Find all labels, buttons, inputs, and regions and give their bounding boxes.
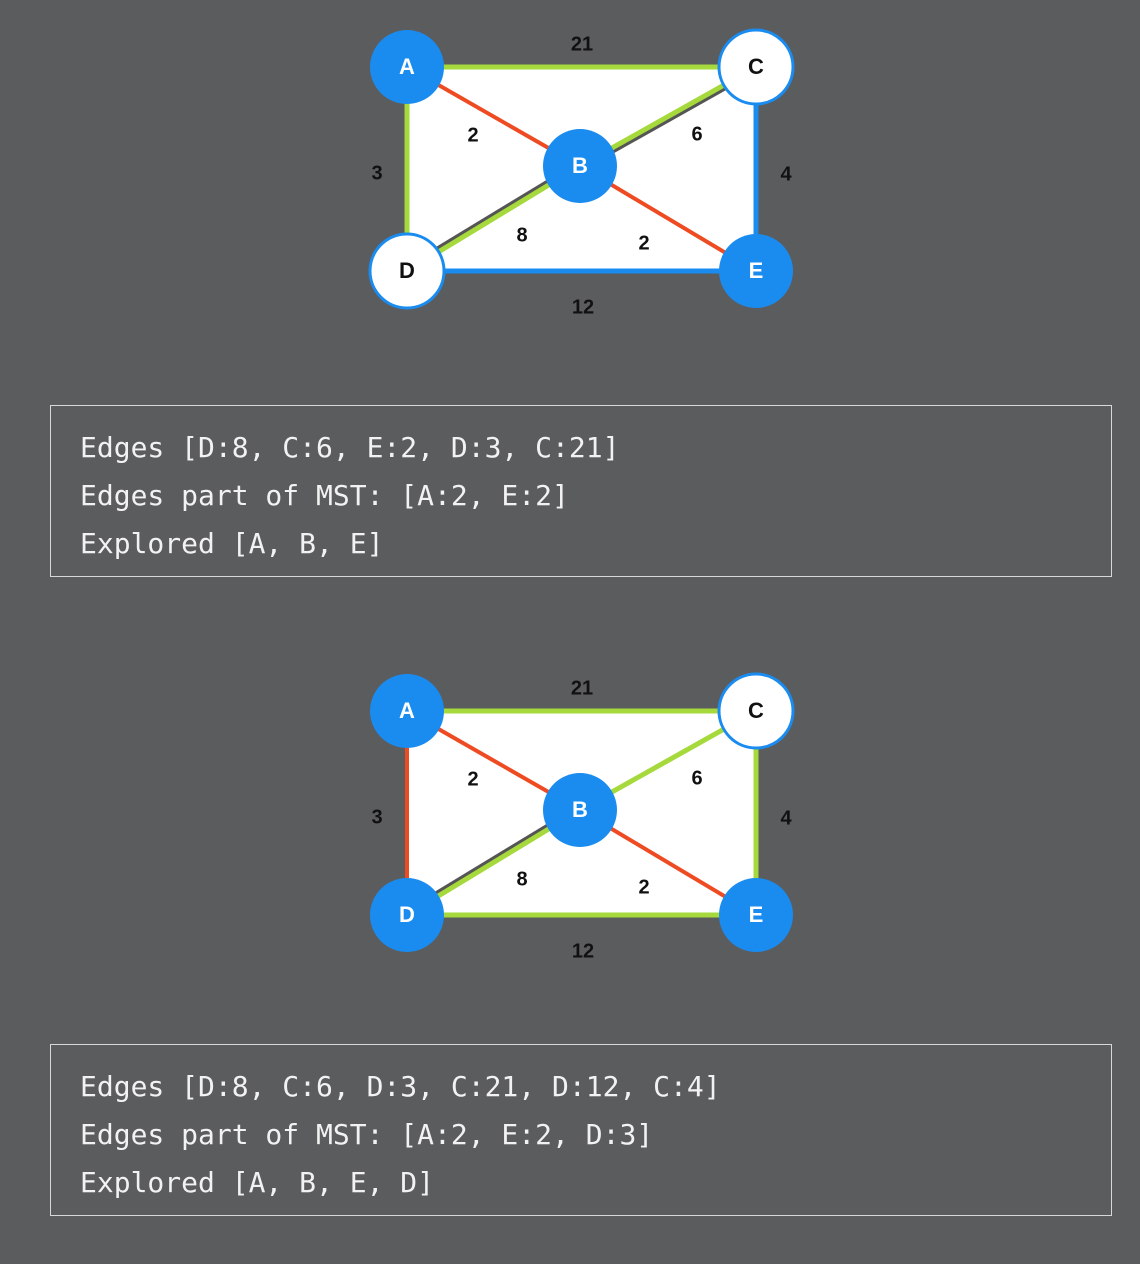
node-d [370, 878, 444, 952]
edge-weight-d-e: 12 [572, 940, 594, 962]
mst-edges-line: Edges part of MST: [A:2, E:2] [80, 479, 569, 512]
explored-nodes-line: Explored [A, B, E] [80, 527, 384, 560]
node-label-e: E [749, 902, 764, 927]
edges-queue-line: Edges [D:8, C:6, E:2, D:3, C:21] [80, 431, 620, 464]
edge-weight-b-c: 6 [691, 123, 702, 145]
edges-queue-line: Edges [D:8, C:6, D:3, C:21, D:12, C:4] [80, 1070, 721, 1103]
edge-weight-b-e: 2 [638, 876, 649, 898]
edge-weight-c-e: 4 [780, 163, 792, 185]
node-c [717, 28, 795, 106]
edge-weight-b-d: 8 [516, 224, 527, 246]
edge-a-b [424, 76, 563, 157]
node-e [719, 234, 793, 308]
edge-weight-b-e: 2 [638, 232, 649, 254]
node-label-d: D [399, 902, 415, 927]
edge-weight-a-d: 3 [371, 162, 382, 184]
edge-b-c-shadow [598, 77, 741, 161]
node-a [370, 30, 444, 104]
edge-weight-a-b: 2 [467, 124, 478, 146]
edge-b-d [423, 175, 564, 262]
algorithm-state-panel-2: Edges [D:8, C:6, D:3, C:21, D:12, C:4] E… [50, 1044, 1112, 1216]
node-label-c: C [748, 54, 764, 79]
edge-weight-c-e: 4 [780, 807, 792, 829]
node-e [719, 878, 793, 952]
node-label-a: A [399, 698, 415, 723]
node-c [717, 672, 795, 750]
algorithm-state-panel-1: Edges [D:8, C:6, E:2, D:3, C:21] Edges p… [50, 405, 1112, 577]
node-b [543, 129, 617, 203]
edge-weight-b-d: 8 [516, 868, 527, 890]
edge-weight-a-d: 3 [371, 806, 382, 828]
edge-b-d-shadow [421, 816, 562, 904]
edge-weight-d-e: 12 [572, 296, 594, 318]
node-a [370, 674, 444, 748]
edge-weight-a-c: 21 [571, 33, 593, 55]
node-label-c: C [748, 698, 764, 723]
graph-diagram-step-1: 21 3 2 6 8 2 4 12 A B C D E [368, 28, 795, 318]
explored-nodes-line: Explored [A, B, E, D] [80, 1166, 435, 1199]
edge-b-d [423, 819, 564, 906]
node-label-b: B [572, 153, 588, 178]
edge-weight-a-c: 21 [571, 677, 593, 699]
node-b [543, 773, 617, 847]
node-label-e: E [749, 258, 764, 283]
node-d [368, 232, 446, 310]
node-label-d: D [399, 258, 415, 283]
graph-diagram-step-2: 21 3 2 6 8 2 4 12 A B C D E [370, 672, 795, 962]
edge-b-e [597, 819, 739, 906]
mst-edges-line: Edges part of MST: [A:2, E:2, D:3] [80, 1118, 654, 1151]
node-label-a: A [399, 54, 415, 79]
node-label-b: B [572, 797, 588, 822]
edge-b-c [596, 75, 740, 158]
edge-weight-a-b: 2 [467, 768, 478, 790]
edge-b-c [596, 719, 740, 802]
edge-b-d-shadow [421, 172, 562, 260]
edge-weight-b-c: 6 [691, 767, 702, 789]
edge-b-e [597, 175, 739, 262]
edge-a-b [424, 720, 563, 801]
